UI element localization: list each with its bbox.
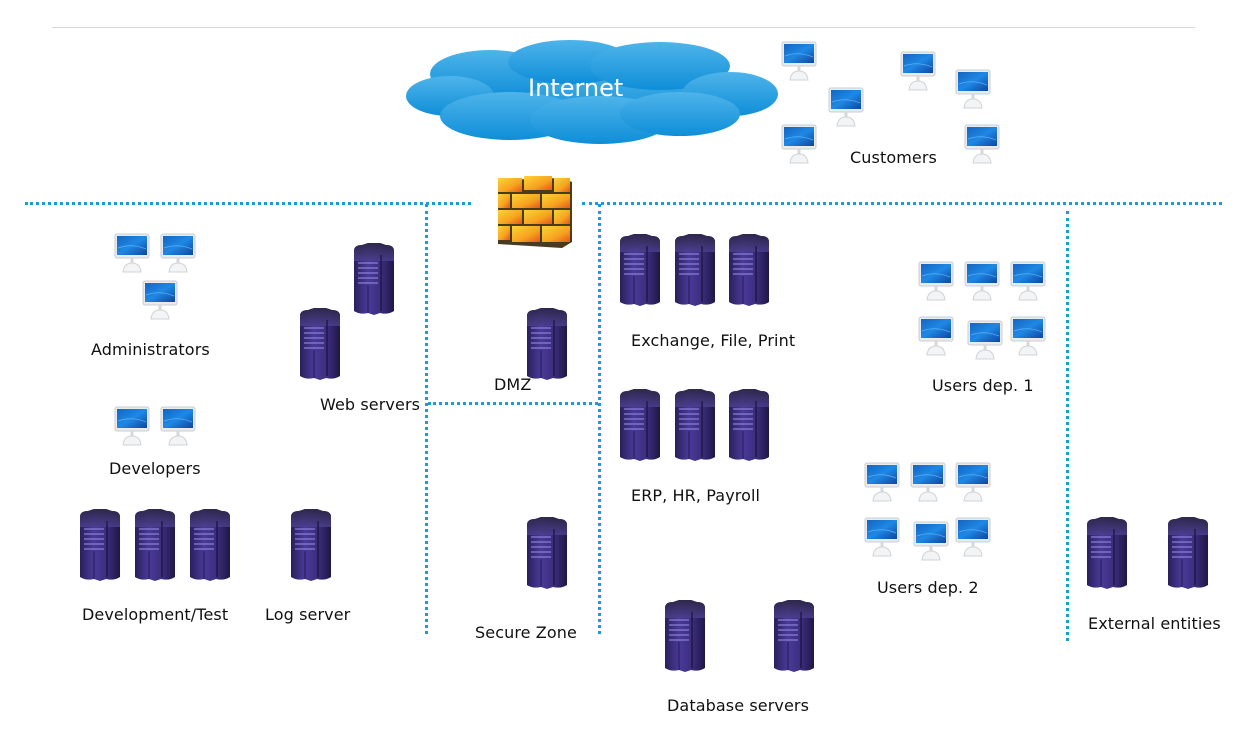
administrators-label: Administrators (91, 340, 210, 359)
customer-workstation-icon (781, 124, 817, 164)
log-server-label: Log server (265, 605, 351, 624)
developer-workstation-icon (160, 406, 196, 446)
users2-workstation-icon (955, 462, 991, 502)
database-server-icon (768, 598, 820, 674)
firewall (492, 170, 576, 250)
customer-workstation-icon (781, 41, 817, 81)
customers-label: Customers (850, 148, 937, 167)
zone-line-external (1066, 211, 1069, 641)
users2-workstation-icon (955, 517, 991, 557)
developers-label: Developers (109, 459, 201, 478)
database-label: Database servers (667, 696, 810, 715)
zone-line-top-left (25, 202, 471, 205)
dev-test-server-icon (129, 507, 181, 583)
external-server-icon (1081, 515, 1133, 591)
zone-line-internal-dmz (425, 204, 428, 634)
internet-cloud (400, 36, 780, 146)
secure-zone-server-icon (521, 515, 573, 591)
dmz-label: DMZ (494, 375, 532, 394)
web-server-icon (348, 241, 400, 317)
secure-zone-label: Secure Zone (475, 623, 577, 642)
customer-workstation-icon (964, 124, 1000, 164)
database-server-icon (659, 598, 711, 674)
customer-workstation-icon (955, 69, 991, 109)
admin-workstation-icon (114, 233, 150, 273)
print-server-icon (723, 232, 775, 308)
users1-workstation-icon (918, 261, 954, 301)
zone-line-top-right (582, 202, 1222, 205)
zone-line-dmz-secure (428, 402, 598, 405)
users1-workstation-icon (964, 261, 1000, 301)
erp-server-icon (614, 387, 666, 463)
external-server-icon (1162, 515, 1214, 591)
web-server-icon (294, 306, 346, 382)
users2-workstation-icon (913, 521, 949, 561)
exchange-server-icon (614, 232, 666, 308)
users1-workstation-icon (918, 316, 954, 356)
developer-workstation-icon (114, 406, 150, 446)
customer-workstation-icon (828, 87, 864, 127)
file-server-icon (669, 232, 721, 308)
users-dep1-label: Users dep. 1 (932, 376, 1034, 395)
users2-workstation-icon (864, 517, 900, 557)
admin-workstation-icon (142, 280, 178, 320)
erp-label: ERP, HR, Payroll (631, 486, 761, 505)
dmz-server-icon (521, 306, 573, 382)
exchange-label: Exchange, File, Print (631, 331, 796, 350)
zone-line-dmz-corporate (598, 204, 601, 634)
hr-server-icon (669, 387, 721, 463)
internet-label: Internet (528, 74, 624, 102)
web-servers-label: Web servers (320, 395, 421, 414)
users1-workstation-icon (1010, 316, 1046, 356)
users2-workstation-icon (910, 462, 946, 502)
users-dep2-label: Users dep. 2 (877, 578, 979, 597)
top-divider (52, 27, 1195, 28)
dev-test-server-icon (74, 507, 126, 583)
log-server-icon (285, 507, 337, 583)
users1-workstation-icon (967, 320, 1003, 360)
payroll-server-icon (723, 387, 775, 463)
customer-workstation-icon (900, 51, 936, 91)
admin-workstation-icon (160, 233, 196, 273)
dev-test-label: Development/Test (82, 605, 229, 624)
external-entities-label: External entities (1088, 614, 1221, 633)
dev-test-server-icon (184, 507, 236, 583)
users1-workstation-icon (1010, 261, 1046, 301)
cloud-icon (406, 40, 778, 144)
users2-workstation-icon (864, 462, 900, 502)
firewall-icon (498, 176, 572, 248)
